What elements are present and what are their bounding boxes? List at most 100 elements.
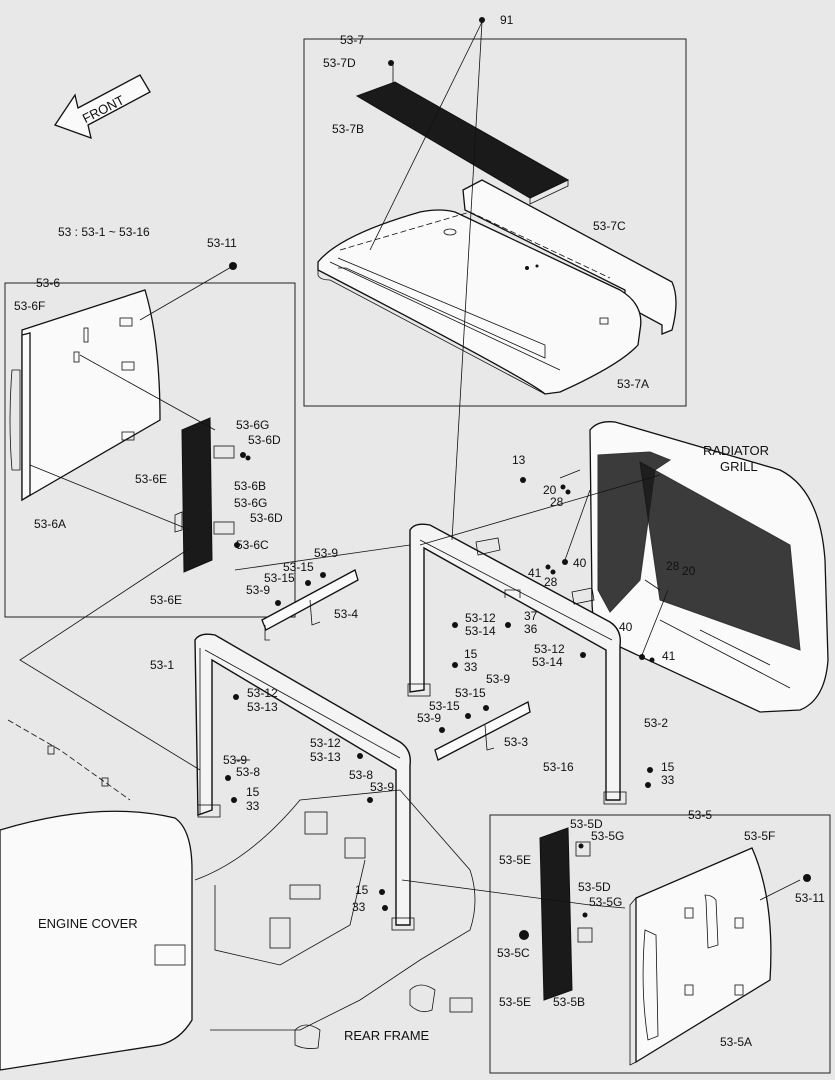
radiator-grill xyxy=(589,421,829,713)
callout-53-3: 53-3 xyxy=(504,735,528,749)
callout-33-d: 33 xyxy=(352,900,366,914)
callout-53-5C: 53-5C xyxy=(497,946,530,960)
callout-53-16: 53-16 xyxy=(543,760,574,774)
callout-40-1: 40 xyxy=(573,556,587,570)
callout-53-4: 53-4 xyxy=(334,607,358,621)
callout-53-6E-1: 53-6E xyxy=(135,472,167,486)
callout-53-11-top: 53-11 xyxy=(207,236,237,250)
callout-53-11-bottom: 53-11 xyxy=(795,891,825,905)
callout-33-a: 33 xyxy=(464,660,478,674)
callout-53-5D-1: 53-5D xyxy=(570,817,603,831)
callout-53-12-a: 53-12 xyxy=(465,611,496,625)
group-box-53-5 xyxy=(489,814,831,1074)
callout-53-12-b: 53-12 xyxy=(534,642,565,656)
callout-53-7D: 53-7D xyxy=(323,56,356,70)
callout-20-2: 20 xyxy=(682,564,696,578)
leader-lines xyxy=(19,21,801,909)
part-53-5B-mesh-panel xyxy=(519,827,593,1001)
callout-53-5B: 53-5B xyxy=(553,995,585,1009)
callout-53-5: 53-5 xyxy=(688,808,712,822)
region-label-rear-frame: REAR FRAME xyxy=(344,1028,430,1043)
part-53-5A-right-door xyxy=(629,847,772,1066)
region-label-engine-cover: ENGINE COVER xyxy=(38,916,138,931)
callout-53-13-b: 53-13 xyxy=(310,750,341,764)
part-40-gas-spring-upper xyxy=(562,489,591,565)
callout-53-6G-2: 53-6G xyxy=(234,496,267,510)
callout-36: 36 xyxy=(524,622,538,636)
range-note: 53 : 53-1 ~ 53-16 xyxy=(58,225,150,239)
callout-53-15-a: 53-15 xyxy=(283,560,314,574)
callout-28-1: 28 xyxy=(550,495,564,509)
part-53-3-bracket xyxy=(434,701,531,761)
callout-53-9-b: 53-9 xyxy=(246,583,270,597)
callout-53-2: 53-2 xyxy=(644,716,668,730)
region-label-grill: GRILL xyxy=(720,459,758,474)
callout-41-1: 41 xyxy=(528,566,542,580)
callout-53-7A: 53-7A xyxy=(617,377,649,391)
callout-53-6: 53-6 xyxy=(36,276,60,290)
callout-53-12-d: 53-12 xyxy=(310,736,341,750)
callout-53-14-a: 53-14 xyxy=(465,624,496,638)
part-53-7B-mesh-panel xyxy=(355,81,570,205)
callout-15-d: 15 xyxy=(355,883,369,897)
callout-53-6G-1: 53-6G xyxy=(236,418,269,432)
callout-53-6D-1: 53-6D xyxy=(248,433,281,447)
callout-53-6C: 53-6C xyxy=(236,538,269,552)
callout-33-b: 33 xyxy=(661,773,675,787)
callout-53-8-b: 53-8 xyxy=(349,768,373,782)
callout-53-15-c: 53-15 xyxy=(455,686,486,700)
callout-53-9-a: 53-9 xyxy=(314,546,338,560)
callout-53-9-c: 53-9 xyxy=(486,672,510,686)
callout-53-12-c: 53-12 xyxy=(247,686,278,700)
callout-53-8-a: 53-8 xyxy=(236,765,260,779)
callout-53-6B: 53-6B xyxy=(234,479,266,493)
callout-53-5G-2: 53-5G xyxy=(589,895,622,909)
callout-28-2: 28 xyxy=(544,575,558,589)
callout-53-5F: 53-5F xyxy=(744,829,775,843)
callout-33-c: 33 xyxy=(246,799,260,813)
callout-53-7B: 53-7B xyxy=(332,122,364,136)
callout-53-9-e: 53-9 xyxy=(223,753,247,767)
callout-15-c: 15 xyxy=(246,785,260,799)
front-arrow: FRONT xyxy=(53,74,151,140)
callout-53-14-b: 53-14 xyxy=(532,655,563,669)
callout-53-9-d: 53-9 xyxy=(417,711,441,725)
engine-cover xyxy=(0,719,193,1071)
part-53-1-front-frame xyxy=(194,633,415,931)
callout-15-b: 15 xyxy=(661,760,675,774)
callout-53-6D-2: 53-6D xyxy=(250,511,283,525)
callout-53-5E-1: 53-5E xyxy=(499,853,531,867)
callout-labels: 91 53-7 53-7D 53-7B 53-7C 53-7A 53-11 53… xyxy=(14,13,825,1049)
callout-40-2: 40 xyxy=(619,620,633,634)
group-box-53-7 xyxy=(303,38,687,407)
callout-53-7C: 53-7C xyxy=(593,219,626,233)
callout-13: 13 xyxy=(512,453,526,467)
callout-53-1: 53-1 xyxy=(150,658,174,672)
callout-53-7: 53-7 xyxy=(340,33,364,47)
part-53-6A-left-door xyxy=(9,289,161,502)
callout-41-2: 41 xyxy=(662,649,676,663)
callout-53-5D-2: 53-5D xyxy=(578,880,611,894)
callout-53-6F: 53-6F xyxy=(14,299,45,313)
callout-53-13-a: 53-13 xyxy=(247,700,278,714)
callout-53-6A: 53-6A xyxy=(34,517,66,531)
region-label-radiator: RADIATOR xyxy=(703,443,769,458)
part-53-4-bracket xyxy=(261,569,359,641)
rear-frame-floor xyxy=(194,789,476,1049)
callout-53-15-b: 53-15 xyxy=(264,571,295,585)
part-53-6B-mesh-panel xyxy=(174,417,235,573)
part-53-7A-roof-cover xyxy=(317,209,642,395)
hardware-fasteners xyxy=(225,17,811,918)
callout-53-5E-2: 53-5E xyxy=(499,995,531,1009)
callout-53-6E-2: 53-6E xyxy=(150,593,182,607)
callout-20-1: 20 xyxy=(543,483,557,497)
part-40-gas-spring-lower xyxy=(639,589,669,660)
callout-37: 37 xyxy=(524,609,538,623)
callout-53-5A: 53-5A xyxy=(720,1035,752,1049)
callout-15-a: 15 xyxy=(464,647,478,661)
callout-91: 91 xyxy=(500,13,514,27)
callout-53-9-f: 53-9 xyxy=(370,780,394,794)
callout-53-5G-1: 53-5G xyxy=(591,829,624,843)
